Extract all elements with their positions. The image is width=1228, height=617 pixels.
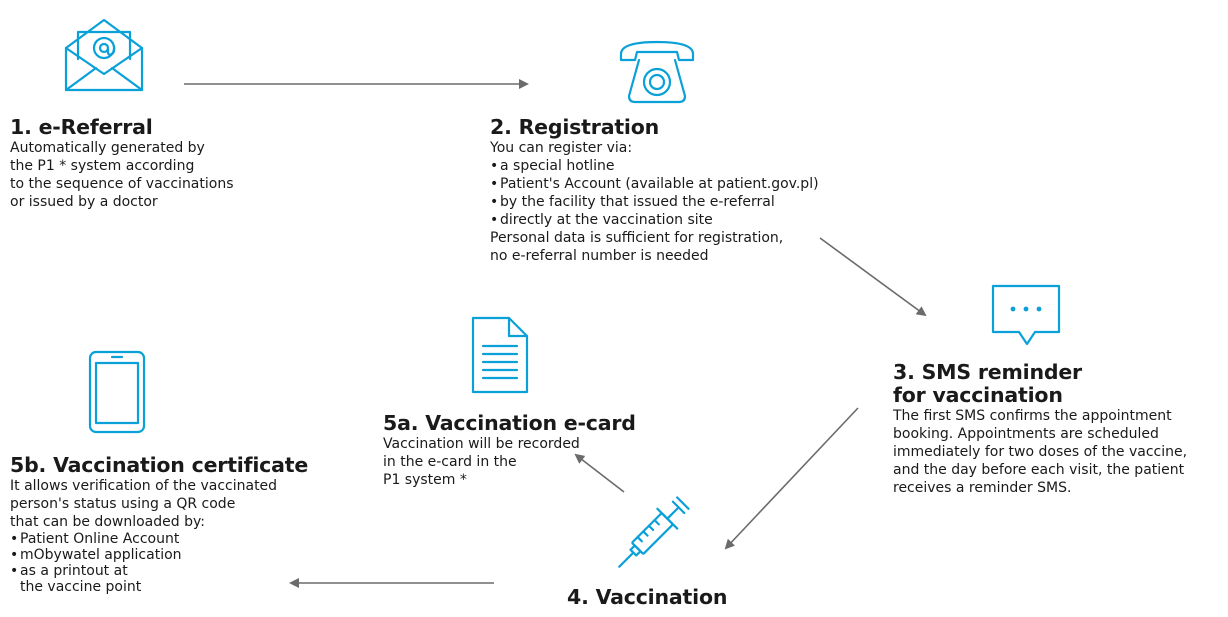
step-line: no e-referral number is needed [490, 248, 709, 264]
step-vaccination: 4. Vaccination [567, 586, 787, 609]
step-line: P1 system * [383, 472, 467, 488]
step-line: and the day before each visit, the patie… [893, 462, 1185, 478]
step-sms-reminder: 3. SMS reminder for vaccination The firs… [893, 361, 1225, 497]
step-title: 5b. Vaccination certificate [10, 453, 309, 477]
step-title: 1. e-Referral [10, 115, 153, 139]
arrow-sms-to-vaccination [724, 407, 859, 550]
step-title: 2. Registration [490, 115, 660, 139]
step-intro: You can register via: [490, 140, 633, 156]
step-line: the P1 * system according [10, 158, 195, 174]
step-line: Personal data is sufficient for registra… [490, 230, 784, 246]
telephone-icon [619, 40, 695, 104]
step-line: in the e-card in the [383, 454, 517, 470]
document-icon [471, 316, 529, 394]
step-line: to the sequence of vaccinations [10, 176, 234, 192]
step-e-referral: 1. e-Referral Automatically generated by… [10, 116, 300, 211]
step-title: 4. Vaccination [567, 585, 728, 609]
list-item: Patient Online Account [10, 531, 340, 547]
step-line: The first SMS confirms the appointment [893, 408, 1172, 424]
chat-bubble-icon [991, 284, 1061, 346]
step-vaccination-certificate: 5b. Vaccination certificate It allows ve… [10, 453, 340, 596]
envelope-icon [64, 18, 144, 92]
certificate-download-options-list: Patient Online Account mObywatel applica… [10, 531, 340, 595]
syringe-icon [618, 496, 690, 568]
list-item: as a printout at the vaccine point [10, 563, 340, 595]
list-item: directly at the vaccination site [490, 211, 870, 229]
list-item: by the facility that issued the e-referr… [490, 193, 870, 211]
list-item: mObywatel application [10, 547, 340, 563]
step-line: or issued by a doctor [10, 194, 158, 210]
step-line: person's status using a QR code [10, 496, 236, 512]
step-line: immediately for two doses of the vaccine… [893, 444, 1188, 460]
step-title: for vaccination [893, 383, 1063, 407]
step-line: Vaccination will be recorded [383, 436, 580, 452]
step-vaccination-e-card: 5a. Vaccination e-card Vaccination will … [383, 412, 643, 489]
step-title: 3. SMS reminder [893, 360, 1082, 384]
step-line: booking. Appointments are scheduled [893, 426, 1159, 442]
registration-options-list: a special hotline Patient's Account (ava… [490, 157, 870, 229]
step-line: Automatically generated by [10, 140, 205, 156]
step-registration: 2. Registration You can register via: a … [490, 116, 870, 265]
step-title: 5a. Vaccination e-card [383, 411, 636, 435]
step-line: It allows verification of the vaccinated [10, 478, 278, 494]
step-line: that can be downloaded by: [10, 514, 205, 530]
smartphone-icon [88, 350, 146, 434]
list-item: Patient's Account (available at patient.… [490, 175, 870, 193]
list-item: a special hotline [490, 157, 870, 175]
step-line: receives a reminder SMS. [893, 480, 1072, 496]
